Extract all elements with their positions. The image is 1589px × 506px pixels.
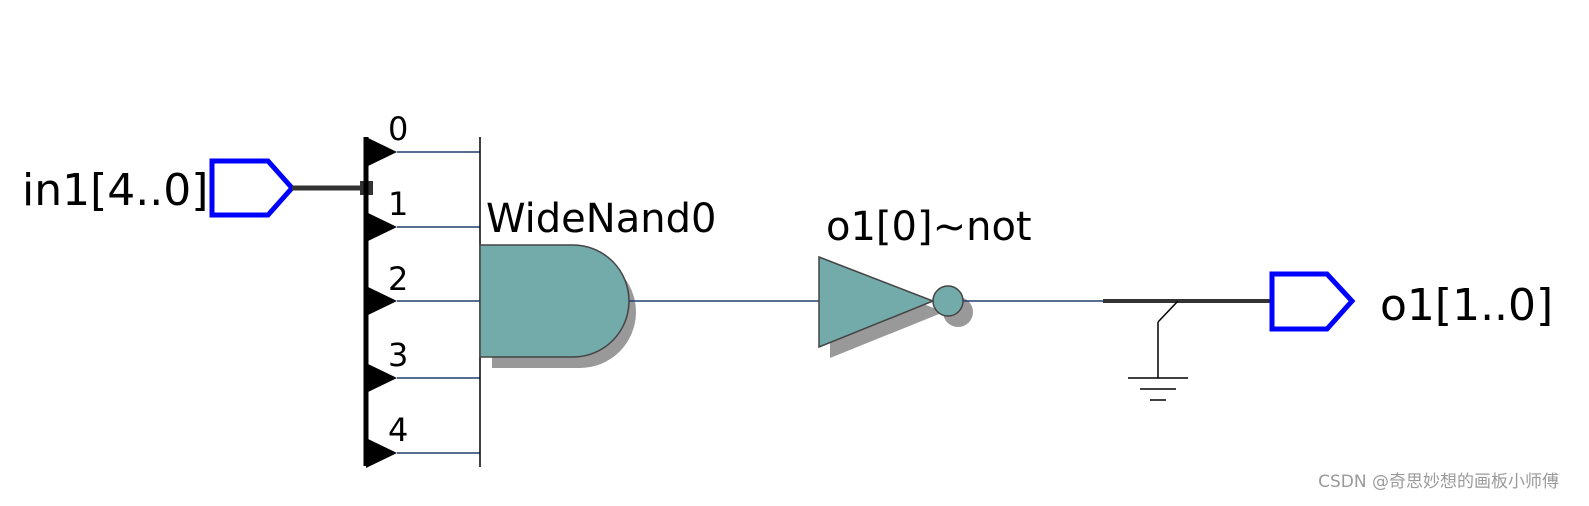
not-gate-label: o1[0]~not — [826, 204, 1032, 250]
input-port-label: in1[4..0] — [22, 165, 208, 216]
tap-label-0: 0 — [388, 110, 408, 148]
bus-tap-4 — [366, 438, 480, 468]
output-port[interactable] — [1269, 271, 1356, 332]
bus-tap-2 — [366, 286, 480, 316]
watermark: CSDN @奇思妙想的画板小师傅 — [1318, 472, 1559, 492]
tap-arrow-2 — [366, 286, 397, 316]
and-gate-label: WideNand0 — [486, 196, 716, 242]
not-gate[interactable] — [818, 255, 973, 358]
tap-label-4: 4 — [388, 411, 408, 449]
tap-arrow-1 — [366, 212, 397, 242]
tap-label-2: 2 — [388, 260, 408, 298]
output-port-symbol[interactable] — [1269, 271, 1356, 332]
tap-arrow-3 — [366, 363, 397, 393]
bus-tap-1 — [366, 212, 480, 242]
output-port-label: o1[1..0] — [1380, 280, 1553, 331]
not-gate-body[interactable] — [818, 255, 936, 349]
ground-tap-diagonal — [1157, 300, 1179, 323]
input-port[interactable] — [209, 158, 296, 218]
not-gate-bubble[interactable] — [932, 285, 964, 317]
input-port-symbol[interactable] — [209, 158, 296, 218]
tap-label-1: 1 — [388, 185, 408, 223]
tap-arrow-4 — [366, 438, 397, 468]
bus-tap-0 — [366, 137, 480, 167]
bus-tap-3 — [366, 363, 480, 393]
and-gate[interactable] — [479, 244, 636, 368]
tap-arrow-0 — [366, 137, 397, 167]
ground-tap — [1128, 300, 1188, 401]
and-gate-body[interactable] — [479, 244, 630, 358]
tap-label-3: 3 — [388, 336, 408, 374]
